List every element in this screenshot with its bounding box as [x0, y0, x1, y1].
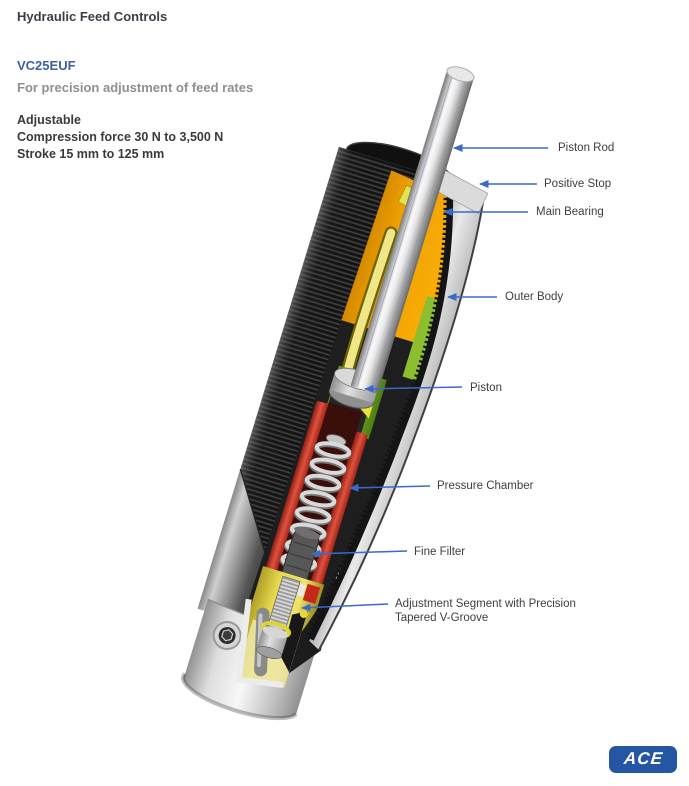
serrated-edge [307, 187, 454, 641]
arrow-pressure-chamber [349, 483, 431, 492]
ace-logo: ACE [609, 746, 677, 773]
label-fine-filter: Fine Filter [414, 546, 466, 558]
page-title: Hydraulic Feed Controls [17, 9, 168, 24]
ace-logo-text: ACE [622, 749, 664, 768]
piston-rod-part [350, 66, 475, 394]
shock-absorber-drawing [181, 66, 489, 721]
spec-adjustable: Adjustable [17, 113, 81, 127]
label-positive-stop: Positive Stop [544, 178, 612, 190]
product-code: VC25EUF [17, 58, 76, 73]
product-description: For precision adjustment of feed rates [17, 80, 254, 95]
spec-compression-force: Compression force 30 N to 3,500 N [17, 130, 224, 144]
label-piston: Piston [470, 382, 502, 394]
cut-shell-part [305, 168, 489, 651]
fine-filter-part [281, 527, 320, 585]
label-outer-body: Outer Body [505, 291, 564, 303]
label-main-bearing: Main Bearing [536, 206, 604, 218]
hex-socket-screw [212, 621, 242, 651]
product-specs: Adjustable Compression force 30 N to 3,5… [17, 112, 223, 163]
adjustment-segment-part [229, 566, 325, 696]
arrow-piston [364, 384, 463, 393]
label-adjustment-segment: Adjustment Segment with Precision Tapere… [395, 598, 576, 624]
label-piston-rod: Piston Rod [558, 142, 615, 154]
arrow-fine-filter [311, 549, 408, 558]
spec-stroke: Stroke 15 mm to 125 mm [17, 147, 165, 161]
arrow-adjustment [301, 603, 389, 612]
callout-arrows [301, 144, 548, 612]
label-pressure-chamber: Pressure Chamber [437, 480, 534, 492]
